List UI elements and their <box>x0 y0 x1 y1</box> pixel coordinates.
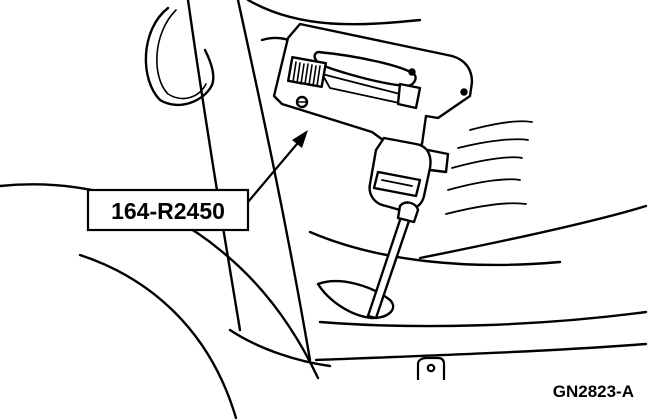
body-contour-lower <box>78 253 238 420</box>
bottom-bracket <box>416 356 446 380</box>
callout-box <box>86 188 250 232</box>
tool-screw-2 <box>460 88 468 96</box>
body-contour-lower-left <box>0 183 320 380</box>
door-sill-lower <box>314 342 648 362</box>
special-tool <box>272 22 474 320</box>
door-sill-upper <box>308 230 562 267</box>
pillar-front-edge <box>236 0 312 362</box>
panel-curve-right <box>418 204 648 260</box>
callout-label: 164-R2450 <box>111 198 225 224</box>
cavity-outline <box>316 279 395 320</box>
tool-clamp-side <box>426 148 450 174</box>
wire-loop <box>144 6 215 106</box>
callout-arrowhead <box>292 130 308 148</box>
tool-rod-collar <box>396 201 420 224</box>
wire-loop-inner <box>156 9 207 100</box>
door-sill-mid <box>318 310 648 328</box>
pillar-left-edge <box>186 0 242 332</box>
body-contour-bottom <box>228 328 332 368</box>
tool-clamp-jaw <box>372 170 422 198</box>
bracket-hole <box>426 363 436 373</box>
motion-line-5 <box>445 202 527 215</box>
tool-clamp-slot <box>381 179 413 187</box>
figure-id: GN2823-A <box>553 382 634 401</box>
motion-line-4 <box>447 178 521 191</box>
tool-screw-1 <box>295 95 309 109</box>
motion-line-3 <box>451 156 523 169</box>
motion-line-2 <box>457 138 529 149</box>
tool-right-block <box>396 82 422 110</box>
motion-line-1 <box>469 120 533 131</box>
tool-clamp-head <box>368 136 432 212</box>
door-edge-right <box>246 0 422 26</box>
callout: 164-R2450 <box>86 130 308 232</box>
vehicle-body <box>0 0 648 420</box>
tool-screw-3 <box>408 68 416 76</box>
callout-leader-line <box>247 137 303 203</box>
tool-grip-serrations <box>292 61 321 87</box>
